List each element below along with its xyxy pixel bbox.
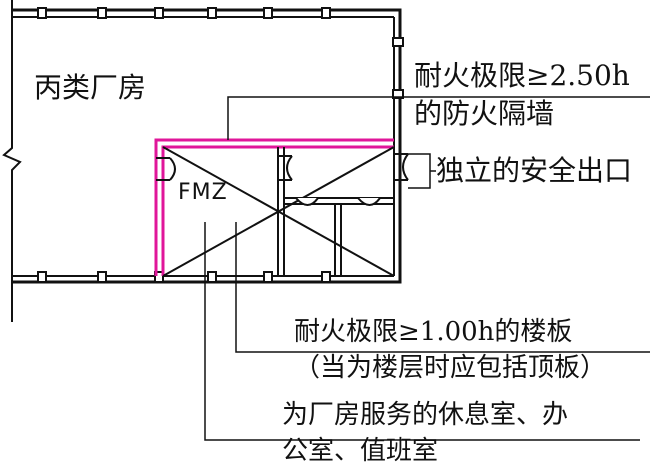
column-marks-top [37, 7, 331, 19]
door-swings [156, 153, 409, 206]
floor-slab-note-line2: （当为楼层时应包括顶板） [294, 353, 607, 383]
right-wall-marks [392, 37, 404, 99]
auxiliary-rooms-note: 为厂房服务的休息室、办 公室、值班室 [282, 402, 568, 474]
floor-slab-note: 耐火极限≥1.00h的楼板 （当为楼层时应包括顶板） [294, 319, 606, 391]
auxiliary-rooms-note-line1: 为厂房服务的休息室、办 [282, 400, 569, 430]
fire-door-mark: FMZ [178, 180, 228, 205]
fire-door [156, 157, 176, 181]
auxiliary-rooms-note-line2: 公室、值班室 [282, 436, 439, 466]
interior-door-2 [295, 197, 319, 206]
leader-partition-wall [227, 96, 650, 140]
partition-wall-note: 耐火极限≥2.50h 的防火隔墙 [414, 62, 630, 138]
top-wall [12, 8, 402, 284]
independent-exit-note: 独立的安全出口 [436, 154, 633, 187]
partition-wall-note-line1: 耐火极限≥2.50h [414, 59, 630, 92]
column-marks-bottom [37, 271, 331, 283]
interior-door-1 [278, 155, 293, 181]
break-line [2, 0, 22, 322]
auxiliary-room [162, 146, 395, 277]
leader-lines [204, 96, 650, 441]
floor-slab-note-line1: 耐火极限≥1.00h的楼板 [294, 317, 573, 347]
room-type-label: 丙类厂房 [34, 71, 147, 104]
partition-wall-note-line2: 的防火隔墙 [414, 97, 555, 130]
leader-aux-rooms [204, 222, 640, 441]
leader-exit [408, 153, 431, 189]
interior-door-3 [357, 197, 381, 206]
exit-door [394, 153, 409, 181]
leader-floor-slab [235, 222, 650, 353]
